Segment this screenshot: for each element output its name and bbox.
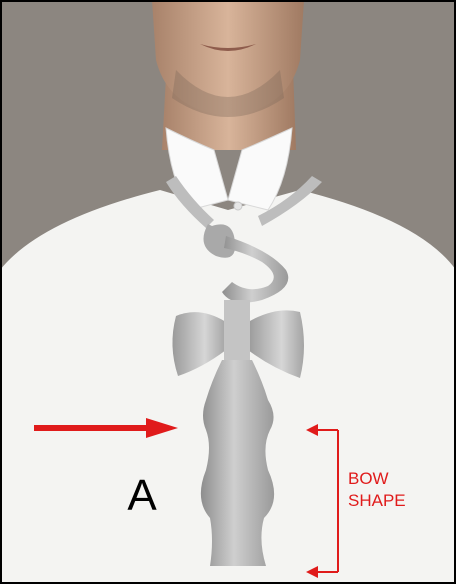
label-a: A — [117, 474, 167, 518]
bow-center — [224, 300, 250, 360]
callout-line-2: SHAPE — [348, 490, 406, 512]
callout-line-1: BOW — [348, 468, 406, 490]
collar-button — [234, 202, 242, 210]
bow-shape-callout: BOW SHAPE — [348, 468, 406, 512]
